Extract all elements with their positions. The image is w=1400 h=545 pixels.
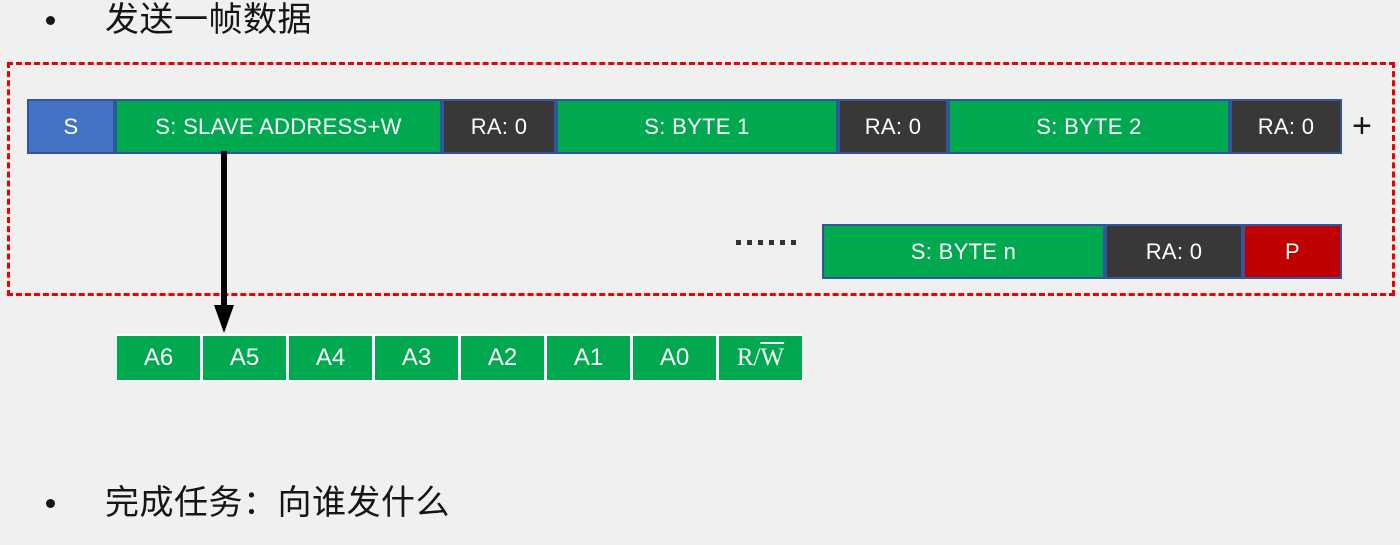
frame-cell-byte-1[interactable]: S: BYTE 1 <box>556 99 838 154</box>
address-bit-a3[interactable]: A3 <box>375 336 458 380</box>
down-arrow-icon <box>214 151 234 333</box>
bullet-dot-icon <box>46 499 55 509</box>
frame-cell-byte-2[interactable]: S: BYTE 2 <box>948 99 1230 154</box>
frame-cell-ack-2[interactable]: RA: 0 <box>838 99 948 154</box>
address-bit-a5[interactable]: A5 <box>203 336 286 380</box>
frame-cell-ack-1[interactable]: RA: 0 <box>442 99 556 154</box>
address-bit-a4[interactable]: A4 <box>289 336 372 380</box>
bullet-dot-icon <box>46 16 55 26</box>
ellipsis-dot <box>758 240 763 245</box>
address-bit-read-write[interactable]: R/W <box>719 336 802 380</box>
address-bit-a6[interactable]: A6 <box>117 336 200 380</box>
address-bit-a2[interactable]: A2 <box>461 336 544 380</box>
bullet-text-bottom: 完成任务：向谁发什么 <box>105 484 450 522</box>
arrow-shaft <box>221 151 227 309</box>
bullet-line-top: 发送一帧数据 <box>46 1 312 39</box>
ellipsis-dot <box>747 240 752 245</box>
ellipsis-dot <box>736 240 741 245</box>
address-bit-row: A6 A5 A4 A3 A2 A1 A0 R/W <box>117 334 802 382</box>
bullet-text-top: 发送一帧数据 <box>105 1 312 39</box>
arrow-head <box>214 305 234 333</box>
address-bit-a1[interactable]: A1 <box>547 336 630 380</box>
bullet-line-bottom: 完成任务：向谁发什么 <box>46 484 450 522</box>
ellipsis-icon <box>736 240 796 245</box>
rw-overline-w: W <box>760 344 785 371</box>
ellipsis-dot <box>780 240 785 245</box>
frame-cell-slave-address[interactable]: S: SLAVE ADDRESS+W <box>115 99 442 154</box>
address-bit-a0[interactable]: A0 <box>633 336 716 380</box>
ellipsis-dot <box>791 240 796 245</box>
ellipsis-dot <box>769 240 774 245</box>
frame-cell-byte-n[interactable]: S: BYTE n <box>822 224 1105 279</box>
rw-prefix: R/ <box>736 344 761 371</box>
frame-cell-ack-3[interactable]: RA: 0 <box>1230 99 1342 154</box>
frame-cell-start-condition[interactable]: S <box>27 99 115 154</box>
plus-continuation-icon: + <box>1352 107 1372 145</box>
frame-cell-ack-n[interactable]: RA: 0 <box>1105 224 1243 279</box>
frame-cell-stop-condition[interactable]: P <box>1243 224 1342 279</box>
